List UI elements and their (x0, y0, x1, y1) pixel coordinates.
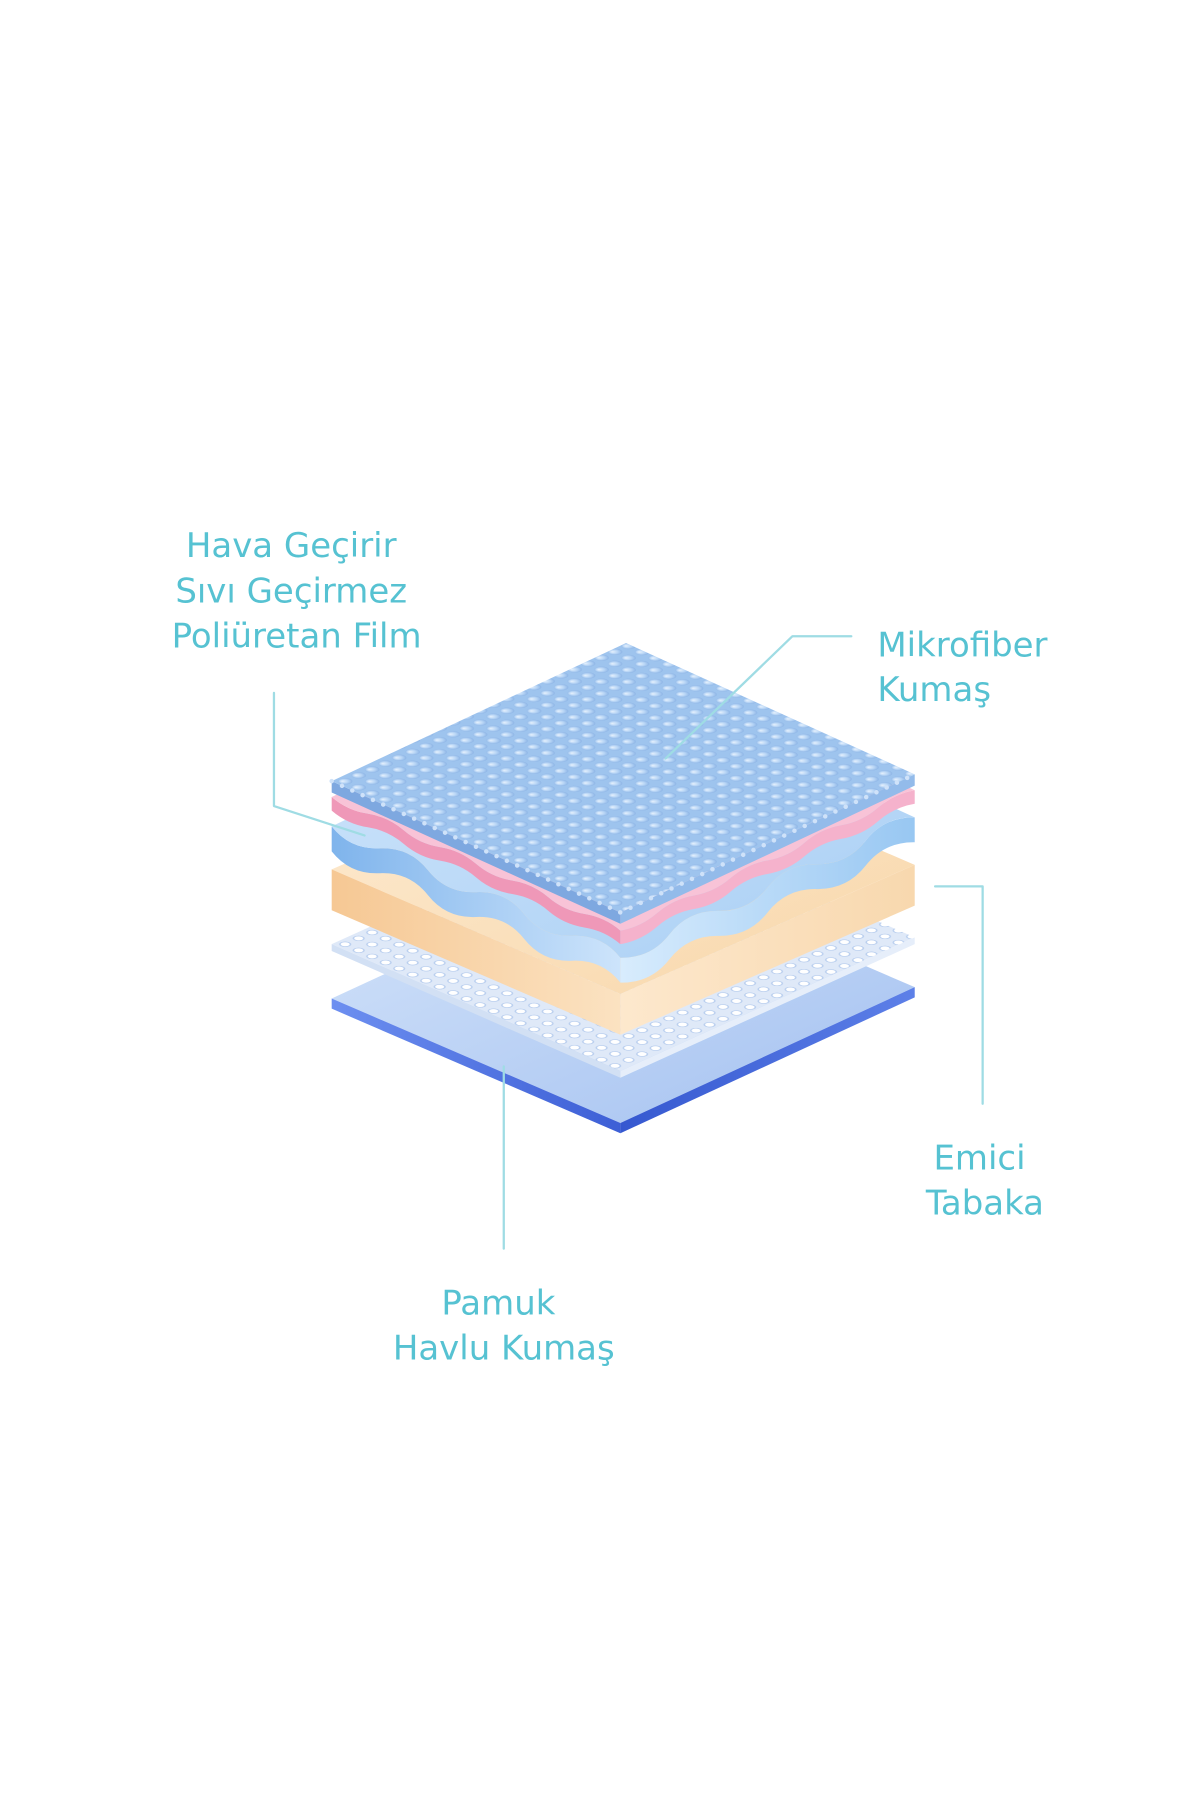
label-cotton: Pamuk Havlu Kumaş (393, 1283, 615, 1368)
base-layer-side-left (331, 998, 621, 1134)
microfiber-layer-side-left (331, 781, 621, 924)
leader-line-absorbent (933, 885, 984, 1105)
wave-layer-side-right (620, 817, 915, 983)
perforated-layer-side-right (620, 937, 915, 1078)
microfiber-layer (329, 643, 917, 924)
film-layer-side-right (620, 790, 915, 945)
perforated-layer-side-left (331, 944, 621, 1078)
leader-line-microfiber (664, 635, 853, 760)
film-layer-side-left (331, 796, 621, 945)
label-film: Hava Geçirir Sıvı Geçirmez Poliüretan Fi… (172, 526, 422, 657)
label-absorbent-line-2: Tabaka (925, 1184, 1044, 1224)
base-layer-side-right (620, 987, 915, 1134)
microfiber-layer-edge-bumps (329, 772, 917, 915)
absorbent-layer-side-left (331, 869, 621, 1035)
microfiber-layer-side-right (620, 774, 915, 924)
label-absorbent: Emici Tabaka (925, 1138, 1044, 1223)
label-film-line-3: Poliüretan Film (172, 617, 422, 657)
label-cotton-line-2: Havlu Kumaş (393, 1329, 615, 1369)
absorbent-layer-side-right (620, 864, 915, 1035)
label-absorbent-line-1: Emici (933, 1138, 1025, 1178)
label-microfiber-line-2: Kumaş (877, 670, 991, 710)
leader-lines (272, 635, 984, 1250)
label-film-line-1: Hava Geçirir (186, 526, 397, 566)
labels: Hava Geçirir Sıvı Geçirmez Poliüretan Fi… (172, 526, 1058, 1369)
label-microfiber-line-1: Mikrofiber (877, 626, 1047, 666)
label-film-line-2: Sıvı Geçirmez (175, 571, 407, 611)
leader-line-film (272, 691, 366, 837)
wave-layer-side-left (331, 826, 621, 983)
label-microfiber: Mikrofiber Kumaş (877, 626, 1058, 710)
label-cotton-line-1: Pamuk (441, 1283, 555, 1323)
